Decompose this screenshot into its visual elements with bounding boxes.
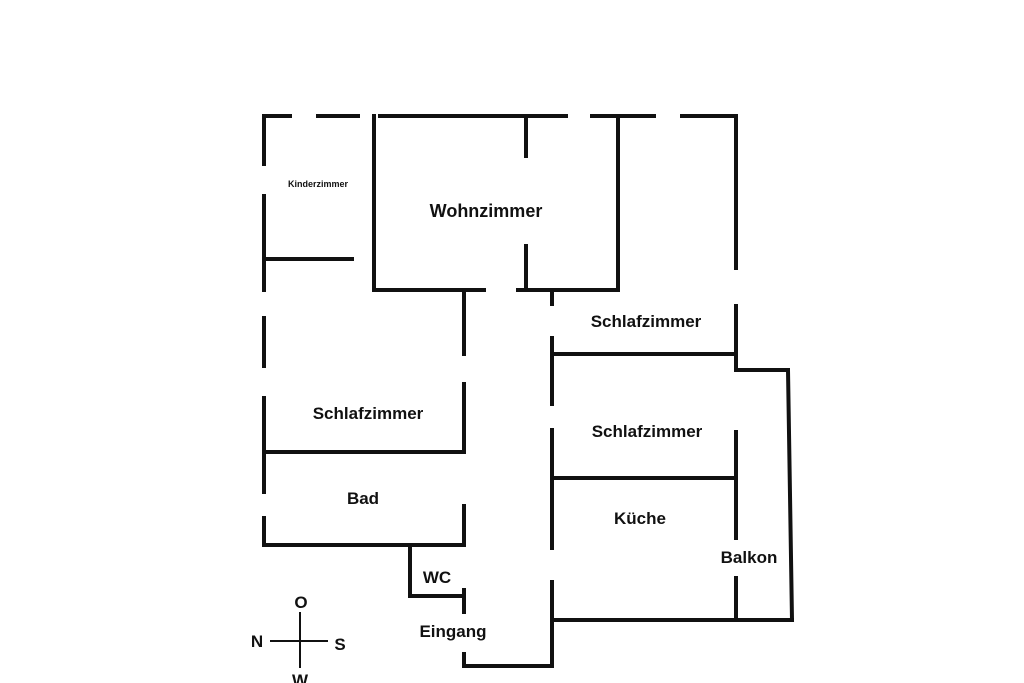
room-label-schlafzimmer-east: Schlafzimmer bbox=[592, 422, 703, 441]
walls bbox=[262, 114, 795, 668]
room-label-schlafzimmer-west: Schlafzimmer bbox=[313, 404, 424, 423]
room-label-schlafzimmer-ne: Schlafzimmer bbox=[591, 312, 702, 331]
room-label-balkon: Balkon bbox=[721, 548, 778, 567]
compass-label-right: S bbox=[334, 635, 345, 654]
compass-label-top: O bbox=[294, 593, 307, 612]
room-label-bad: Bad bbox=[347, 489, 379, 508]
room-label-wc: WC bbox=[423, 568, 451, 587]
room-label-wohnzimmer: Wohnzimmer bbox=[430, 201, 543, 221]
compass-rose: O N S W bbox=[251, 593, 346, 683]
room-label-kinderzimmer: Kinderzimmer bbox=[288, 179, 349, 189]
compass-label-bottom: W bbox=[292, 671, 309, 683]
compass-label-left: N bbox=[251, 632, 263, 651]
room-label-eingang: Eingang bbox=[419, 622, 486, 641]
room-label-kueche: Küche bbox=[614, 509, 666, 528]
